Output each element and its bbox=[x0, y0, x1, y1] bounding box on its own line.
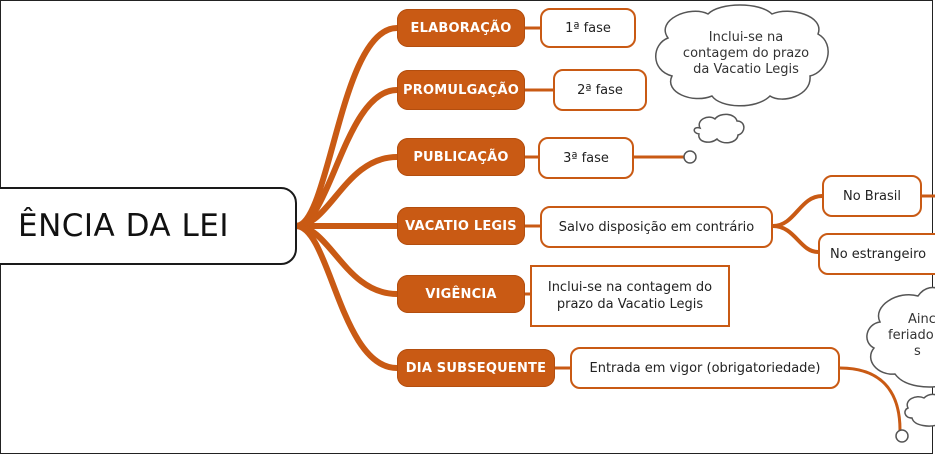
branch-vacatio-legis: VACATIO LEGIS bbox=[397, 207, 525, 245]
vacatio-child-estrangeiro: No estrangeiro bbox=[818, 233, 935, 275]
cloud-dot bbox=[683, 150, 697, 164]
detail-vacatio-legis: Salvo disposição em contrário bbox=[540, 206, 773, 248]
branch-promulgacao: PROMULGAÇÃO bbox=[397, 70, 525, 110]
vacatio-child-brasil: No Brasil bbox=[822, 175, 922, 217]
detail-elaboracao: 1ª fase bbox=[540, 8, 636, 48]
branch-label: VACATIO LEGIS bbox=[405, 218, 517, 234]
link-elaboracao bbox=[293, 25, 400, 229]
cloud-right-text: Ainc feriado s bbox=[880, 312, 935, 360]
branch-label: PROMULGAÇÃO bbox=[403, 82, 519, 98]
cloud-right-line-1: Ainc bbox=[908, 312, 935, 327]
cloud-right-line-2: feriado bbox=[888, 328, 934, 343]
detail-text: Inclui-se na contagem do prazo da Vacati… bbox=[547, 280, 713, 312]
detail-text: Salvo disposição em contrário bbox=[558, 219, 755, 235]
branch-label: VIGÊNCIA bbox=[425, 286, 497, 302]
detail-vigencia: Inclui-se na contagem do prazo da Vacati… bbox=[530, 265, 730, 327]
cloud-right bbox=[866, 286, 935, 388]
child-text: No Brasil bbox=[842, 188, 902, 204]
branch-label: DIA SUBSEQUENTE bbox=[405, 360, 547, 376]
link-subsequente bbox=[293, 223, 400, 371]
cloud-large bbox=[655, 4, 829, 107]
detail-text: 1ª fase bbox=[565, 20, 611, 36]
branch-elaboracao: ELABORAÇÃO bbox=[397, 9, 525, 47]
branch-publicacao: PUBLICAÇÃO bbox=[397, 138, 525, 176]
detail-text: 3ª fase bbox=[563, 150, 609, 166]
branch-dia-subsequente: DIA SUBSEQUENTE bbox=[397, 349, 555, 387]
detail-dia-subsequente: Entrada em vigor (obrigatoriedade) bbox=[570, 347, 840, 389]
cloud-top-label: Inclui-se na contagem do prazo da Vacati… bbox=[682, 30, 810, 77]
child-text: No estrangeiro bbox=[830, 246, 927, 262]
cloud-right-line-3: s bbox=[914, 344, 921, 359]
branch-vigencia: VIGÊNCIA bbox=[397, 275, 525, 313]
detail-text: Entrada em vigor (obrigatoriedade) bbox=[589, 360, 821, 376]
cloud-bottom-small bbox=[904, 393, 935, 427]
branch-label: PUBLICAÇÃO bbox=[413, 149, 509, 165]
detail-text: 2ª fase bbox=[577, 82, 623, 98]
root-node: ÊNCIA DA LEI bbox=[0, 187, 297, 265]
root-label: ÊNCIA DA LEI bbox=[17, 208, 229, 244]
detail-publicacao: 3ª fase bbox=[538, 137, 634, 179]
cloud-bottom-dot bbox=[895, 429, 909, 443]
detail-promulgacao: 2ª fase bbox=[553, 69, 647, 111]
cloud-top-text: Inclui-se na contagem do prazo da Vacati… bbox=[682, 30, 810, 78]
branch-label: ELABORAÇÃO bbox=[410, 20, 512, 36]
cloud-small bbox=[693, 113, 745, 144]
